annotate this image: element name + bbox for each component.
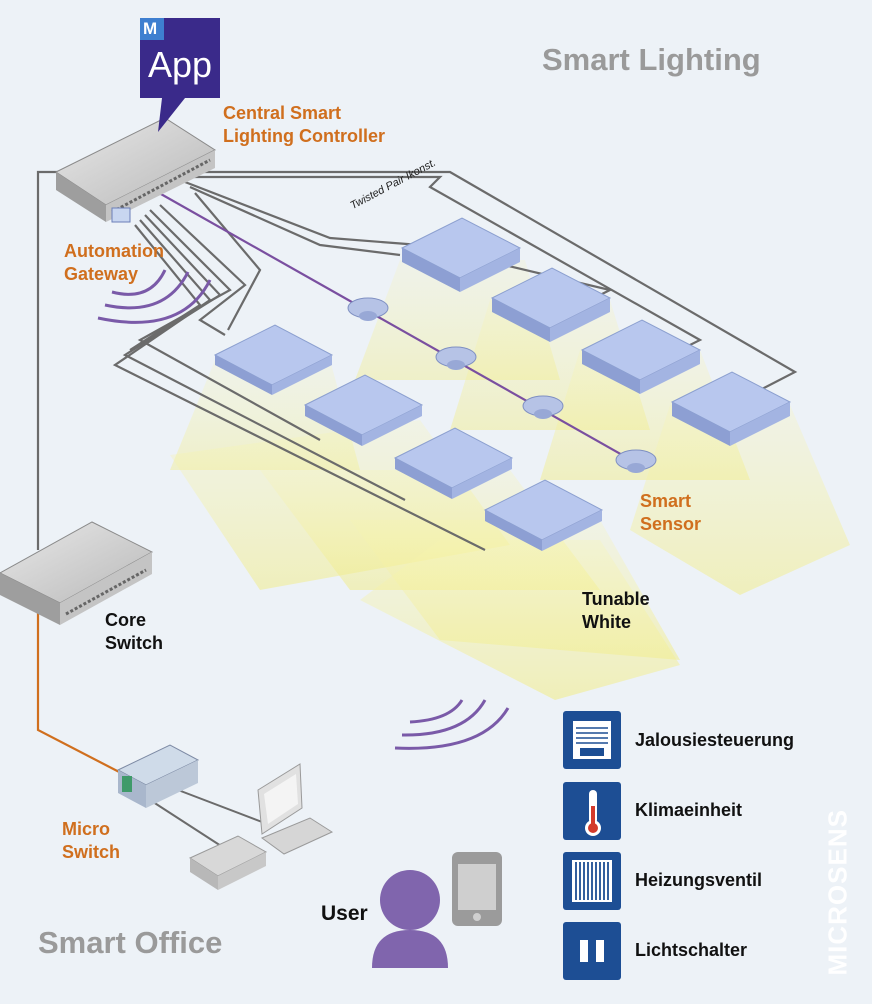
gateway-label-line1: Automation — [64, 241, 164, 261]
sensor-label-line1: Smart — [640, 491, 692, 511]
legend-label-switch: Lichtschalter — [635, 940, 748, 960]
micro-switch-label-line2: Switch — [62, 842, 121, 862]
legend-label-climate: Klimaeinheit — [635, 800, 743, 820]
controller-label-line1: Central Smart — [223, 103, 342, 123]
light-panel — [490, 267, 612, 342]
app-badge: M — [143, 19, 158, 38]
gateway-wifi-icon — [97, 269, 212, 324]
desk-phone-icon — [188, 835, 268, 890]
tunable-label-line1: Tunable — [582, 589, 650, 609]
light-panels — [213, 217, 792, 551]
core-switch-label-line1: Core — [105, 610, 147, 630]
smartphone-icon — [452, 852, 502, 926]
legend-label-blinds: Jalousiesteuerung — [635, 730, 795, 750]
office-wifi-icon — [394, 699, 510, 750]
light-panel — [580, 319, 702, 394]
light-panel — [483, 479, 604, 551]
legend-icons — [563, 711, 621, 980]
sensor — [522, 395, 564, 419]
light-beams — [170, 260, 850, 700]
app-label[interactable]: App — [148, 44, 213, 85]
controller-label-line2: Lighting Controller — [223, 126, 385, 146]
core-switch-device — [0, 521, 154, 625]
user-label: User — [321, 902, 368, 925]
sensor — [435, 346, 477, 370]
gateway-label-line2: Gateway — [64, 264, 139, 284]
tunable-label-line2: White — [582, 612, 631, 632]
light-panel — [213, 324, 334, 395]
micro-switch-label-line1: Micro — [62, 819, 111, 839]
central-controller-device — [54, 117, 217, 223]
sensor — [615, 449, 657, 473]
micro-switch-device — [116, 744, 200, 808]
app-bubble — [140, 18, 220, 132]
sensor-bus — [144, 184, 641, 466]
light-panel — [400, 217, 522, 292]
legend-label-heating: Heizungsventil — [635, 870, 763, 890]
sensor-label-line2: Sensor — [640, 514, 702, 534]
user-icon — [372, 870, 448, 968]
light-panel — [303, 374, 424, 446]
desktop-computer-icon — [257, 763, 334, 855]
footer-title: Smart Office — [38, 925, 223, 960]
light-panel — [670, 371, 792, 446]
sensor — [347, 297, 389, 321]
smart-sensors — [347, 297, 657, 473]
diagram-title: Smart Lighting — [542, 42, 761, 77]
brand-watermark: MICROSENS — [822, 809, 853, 976]
uplink-cable — [36, 605, 126, 776]
core-switch-label-line2: Switch — [105, 633, 164, 653]
light-panel — [393, 427, 514, 499]
